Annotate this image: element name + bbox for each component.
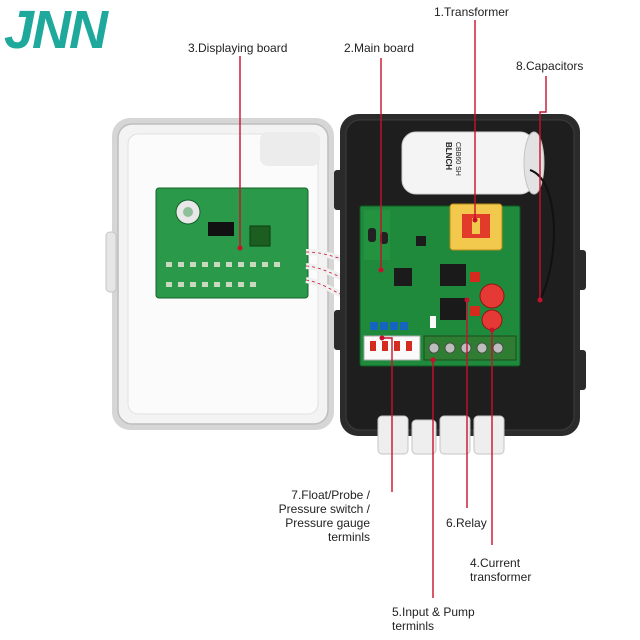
main-board (359, 203, 521, 367)
label-capacitors: 8.Capacitors (516, 59, 584, 73)
capacitor-brand: BLNCH (444, 142, 453, 170)
leader-dots (237, 217, 543, 363)
leader-lines (239, 20, 547, 598)
label-relay: 6.Relay (446, 516, 487, 530)
label-input-pump: 5.Input & Pump terminls (392, 605, 475, 633)
capacitor-model: CBB60 SH (454, 142, 461, 176)
capacitor: BLNCH CBB60 SH (401, 131, 555, 301)
displaying-board (155, 187, 309, 299)
label-current-transformer: 4.Current transformer (470, 556, 532, 584)
label-displaying-board: 3.Displaying board (188, 41, 288, 55)
terminal-blocks (363, 335, 517, 361)
cable-glands (377, 415, 505, 455)
brand-logo: JNN (4, 0, 108, 60)
label-float-probe: 7.Float/Probe / Pressure switch / Pressu… (278, 488, 370, 544)
label-transformer: 1.Transformer (434, 5, 509, 19)
label-main-board: 2.Main board (344, 41, 415, 55)
